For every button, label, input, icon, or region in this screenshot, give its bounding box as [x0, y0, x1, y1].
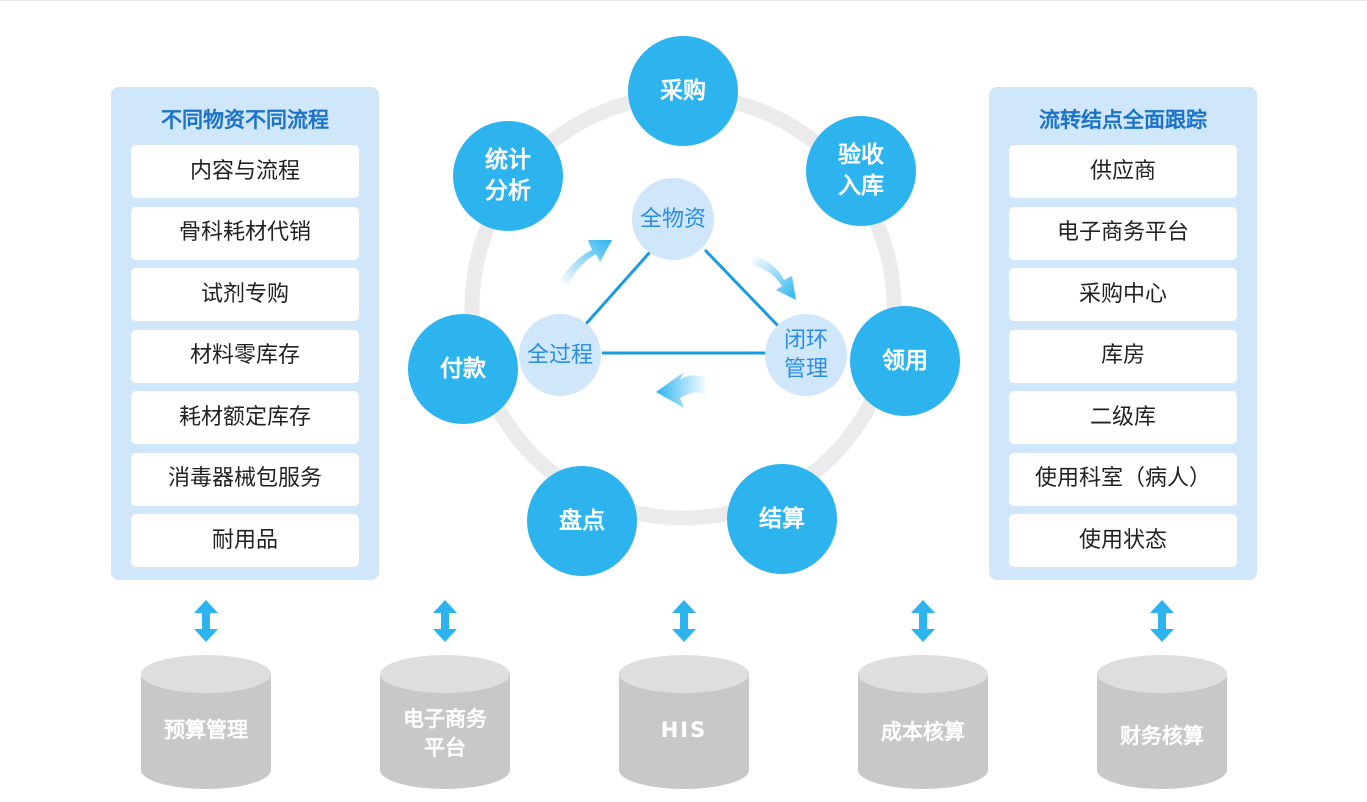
list-item: 材料零库存: [131, 329, 359, 383]
database-his: HIS: [619, 600, 749, 790]
triangle-edge-top-right: [703, 248, 784, 332]
cycle-node-payment: 付款: [408, 314, 518, 424]
database-ecommerce: 电子商务 平台: [380, 600, 510, 790]
node-label: 验收: [838, 142, 884, 168]
node-label: 统计: [485, 147, 531, 173]
curved-arrow-left-icon: [656, 372, 708, 408]
triangle-node-label: 全过程: [526, 342, 593, 368]
list-item: 使用状态: [1009, 514, 1237, 567]
database-budget: 预算管理: [141, 600, 271, 790]
left-panel-title: 不同物资不同流程: [161, 108, 329, 132]
cycle-node-statistics: 统计分析: [453, 121, 563, 231]
left-panel-list: 内容与流程 骨科耗材代销 试剂专购 材料零库存 耗材额定库存 消毒器械包服务 耐…: [131, 145, 359, 576]
cycle-node-inventory: 盘点: [527, 466, 637, 576]
node-label: 分析: [485, 178, 531, 204]
database-label: 预算管理: [164, 718, 248, 742]
cycle-node-acceptance: 验收入库: [806, 116, 916, 226]
triangle-node-label: 闭环: [783, 328, 828, 353]
curved-arrow-down-icon: [752, 255, 796, 300]
database-cylinder-icon: [858, 655, 988, 789]
list-item: 二级库: [1009, 391, 1237, 444]
node-label: 付款: [440, 355, 486, 382]
triangle-node-closed-loop: 闭环 管理: [765, 314, 847, 396]
double-arrow-icon: [672, 600, 696, 642]
list-item: 耐用品: [131, 514, 359, 567]
database-cylinder-icon: [380, 655, 510, 789]
node-label: 入库: [838, 173, 884, 199]
right-panel-list: 供应商 电子商务平台 采购中心 库房 二级库 使用科室（病人） 使用状态: [1009, 145, 1237, 576]
list-item: 库房: [1009, 329, 1237, 383]
node-label: 结算: [759, 505, 805, 532]
triangle-node-label: 全物资: [639, 206, 706, 232]
triangle-node-label: 管理: [783, 357, 828, 382]
double-arrow-icon: [1150, 600, 1174, 642]
right-panel: 流转结点全面跟踪 供应商 电子商务平台 采购中心 库房 二级库 使用科室（病人）…: [989, 87, 1257, 580]
cycle-node-purchase: 采购: [628, 36, 738, 146]
list-item: 内容与流程: [131, 145, 359, 198]
double-arrow-icon: [194, 600, 218, 642]
database-cylinder-icon: [619, 655, 749, 789]
double-arrow-icon: [911, 600, 935, 642]
cycle-node-settlement: 结算: [727, 464, 837, 574]
node-label: 盘点: [559, 507, 605, 534]
database-label: HIS: [660, 718, 708, 742]
database-financial-accounting: 财务核算: [1097, 600, 1227, 790]
database-label: 电子商务 平台: [403, 707, 487, 760]
node-label: 采购: [660, 77, 706, 104]
database-cost-accounting: 成本核算: [858, 600, 988, 790]
database-label: 成本核算: [881, 720, 965, 744]
left-panel: 不同物资不同流程 内容与流程 骨科耗材代销 试剂专购 材料零库存 耗材额定库存 …: [111, 87, 379, 580]
list-item: 供应商: [1009, 145, 1237, 198]
database-cylinder-icon: [141, 655, 271, 789]
double-arrow-icon: [433, 600, 457, 642]
database-label: 财务核算: [1120, 724, 1204, 748]
triangle-edge-top-left: [583, 251, 652, 326]
list-item: 采购中心: [1009, 268, 1237, 321]
list-item: 电子商务平台: [1009, 206, 1237, 260]
triangle-node-full-process: 全过程: [519, 314, 601, 396]
list-item: 耗材额定库存: [131, 391, 359, 444]
list-item: 消毒器械包服务: [131, 452, 359, 506]
database-cylinder-icon: [1097, 655, 1227, 789]
curved-arrow-up-icon: [560, 240, 612, 285]
cycle-node-requisition: 领用: [850, 306, 960, 416]
node-label: 领用: [882, 347, 928, 374]
triangle-node-all-materials: 全物资: [632, 178, 714, 260]
list-item: 试剂专购: [131, 268, 359, 321]
list-item: 使用科室（病人）: [1009, 452, 1237, 506]
list-item: 骨科耗材代销: [131, 206, 359, 260]
right-panel-title: 流转结点全面跟踪: [1039, 108, 1207, 132]
top-divider: [0, 0, 1367, 1]
